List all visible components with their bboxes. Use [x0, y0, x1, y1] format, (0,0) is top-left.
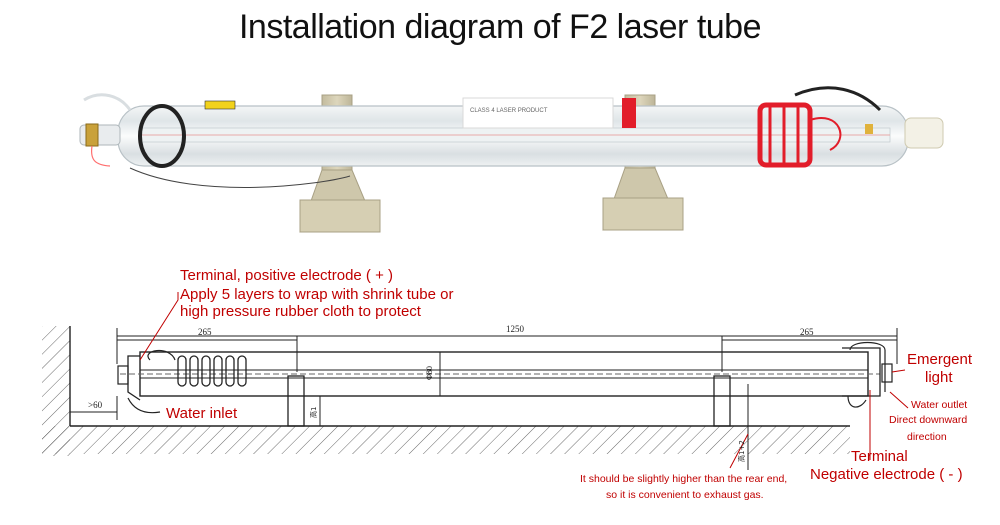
dim-total-text: 1250 — [506, 324, 525, 334]
left-black-band — [138, 104, 186, 168]
leader-water-outlet — [889, 391, 909, 409]
label-slope-line2: so it is convenient to exhaust gas. — [606, 489, 764, 501]
dim-gap-text: >60 — [88, 400, 103, 410]
laser-tube-photo: CLASS 4 LASER PRODUCT — [79, 86, 944, 233]
label-water-outlet: Water outlet — [911, 399, 968, 411]
label-light: light — [925, 369, 953, 386]
label-direct-downward: Direct downward — [889, 414, 968, 426]
dim-h2-text: 高1+2 — [737, 440, 746, 462]
dim-right-text: 265 — [800, 327, 814, 337]
right-yellow-label — [865, 124, 873, 134]
dim-left-text: 265 — [198, 327, 212, 337]
leader-positive — [139, 292, 179, 361]
label-terminal: Terminal — [851, 448, 908, 465]
label-shrink-tube: Apply 5 layers to wrap with shrink tube … — [180, 286, 454, 303]
drawing-right-end — [842, 347, 881, 397]
drawing-output-window — [881, 363, 893, 383]
leader-slope — [729, 433, 749, 469]
brass-terminal — [85, 123, 99, 147]
right-black-cable — [794, 86, 882, 112]
label-direction: direction — [907, 431, 947, 443]
label-rubber-cloth: high pressure rubber cloth to protect — [180, 303, 421, 320]
drawing-left-coil — [177, 355, 247, 387]
drawing-positive-terminal — [117, 365, 129, 385]
label-emergent: Emergent — [907, 351, 973, 368]
drawing-water-inlet-pipe — [127, 397, 161, 414]
floor-hatch — [42, 426, 850, 454]
warning-label — [204, 100, 236, 110]
drawing-left-end — [127, 355, 141, 401]
label-slope-line1: It should be slightly higher than the re… — [580, 473, 788, 485]
sticker-text: CLASS 4 LASER PRODUCT — [470, 108, 548, 114]
label-water-inlet: Water inlet — [166, 405, 238, 422]
sticker-red-strip — [622, 98, 636, 128]
dim-diameter-text: Φ80 — [425, 366, 434, 380]
left-water-hose — [83, 93, 132, 111]
label-negative-electrode: Negative electrode ( - ) — [810, 466, 963, 483]
label-positive-electrode: Terminal, positive electrode ( + ) — [180, 267, 394, 284]
right-end-cap — [904, 117, 944, 149]
drawing-left-support — [287, 375, 305, 427]
drawing-right-support — [713, 375, 731, 427]
bottom-thin-wire — [129, 167, 351, 188]
technical-drawing — [42, 292, 909, 470]
drawing-water-outlet-pipe — [847, 395, 867, 408]
dim-h1-text: 高1 — [309, 407, 318, 418]
right-red-coil — [757, 102, 842, 168]
left-wire — [90, 145, 111, 167]
page-title: Installation diagram of F2 laser tube — [238, 8, 762, 46]
leader-emergent — [891, 369, 906, 373]
tube-sticker — [462, 97, 614, 129]
